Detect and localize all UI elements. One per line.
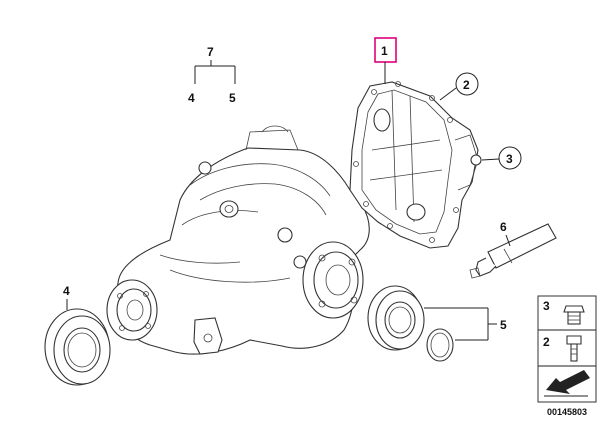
bolt-icon <box>566 335 582 362</box>
callout-3: 3 <box>481 146 522 170</box>
callout-7-sub-4: 4 <box>188 91 195 105</box>
callout-1: 1 <box>374 37 397 84</box>
rear-cover-part-1 <box>349 81 482 249</box>
diagram-number: 00145803 <box>547 407 587 417</box>
callout-7-sub-5: 5 <box>229 91 236 105</box>
callout-7: 7 <box>207 45 214 59</box>
legend-item-3-num: 3 <box>543 299 550 313</box>
shaft-seal-part-5: 5 <box>367 285 507 362</box>
differential-housing <box>106 125 370 355</box>
small-parts-legend: 3 2 <box>537 295 597 403</box>
legend-item-2-num: 2 <box>543 335 550 349</box>
callout-2: 2 <box>439 72 479 101</box>
callout-4-label: 4 <box>63 284 70 298</box>
sealant-tube-part-6: 6 <box>469 220 557 279</box>
callout-group-7: 7 4 5 <box>188 45 236 105</box>
callout-5-label: 5 <box>500 318 507 332</box>
screw-plug-icon <box>563 305 585 325</box>
assembly-arrow-icon <box>544 370 590 397</box>
callout-6: 6 <box>500 220 507 234</box>
callout-1-label: 1 <box>381 44 388 58</box>
callout-3-label: 3 <box>506 152 513 166</box>
callout-2-label: 2 <box>463 78 470 92</box>
shaft-seal-part-4: 4 <box>44 284 111 386</box>
